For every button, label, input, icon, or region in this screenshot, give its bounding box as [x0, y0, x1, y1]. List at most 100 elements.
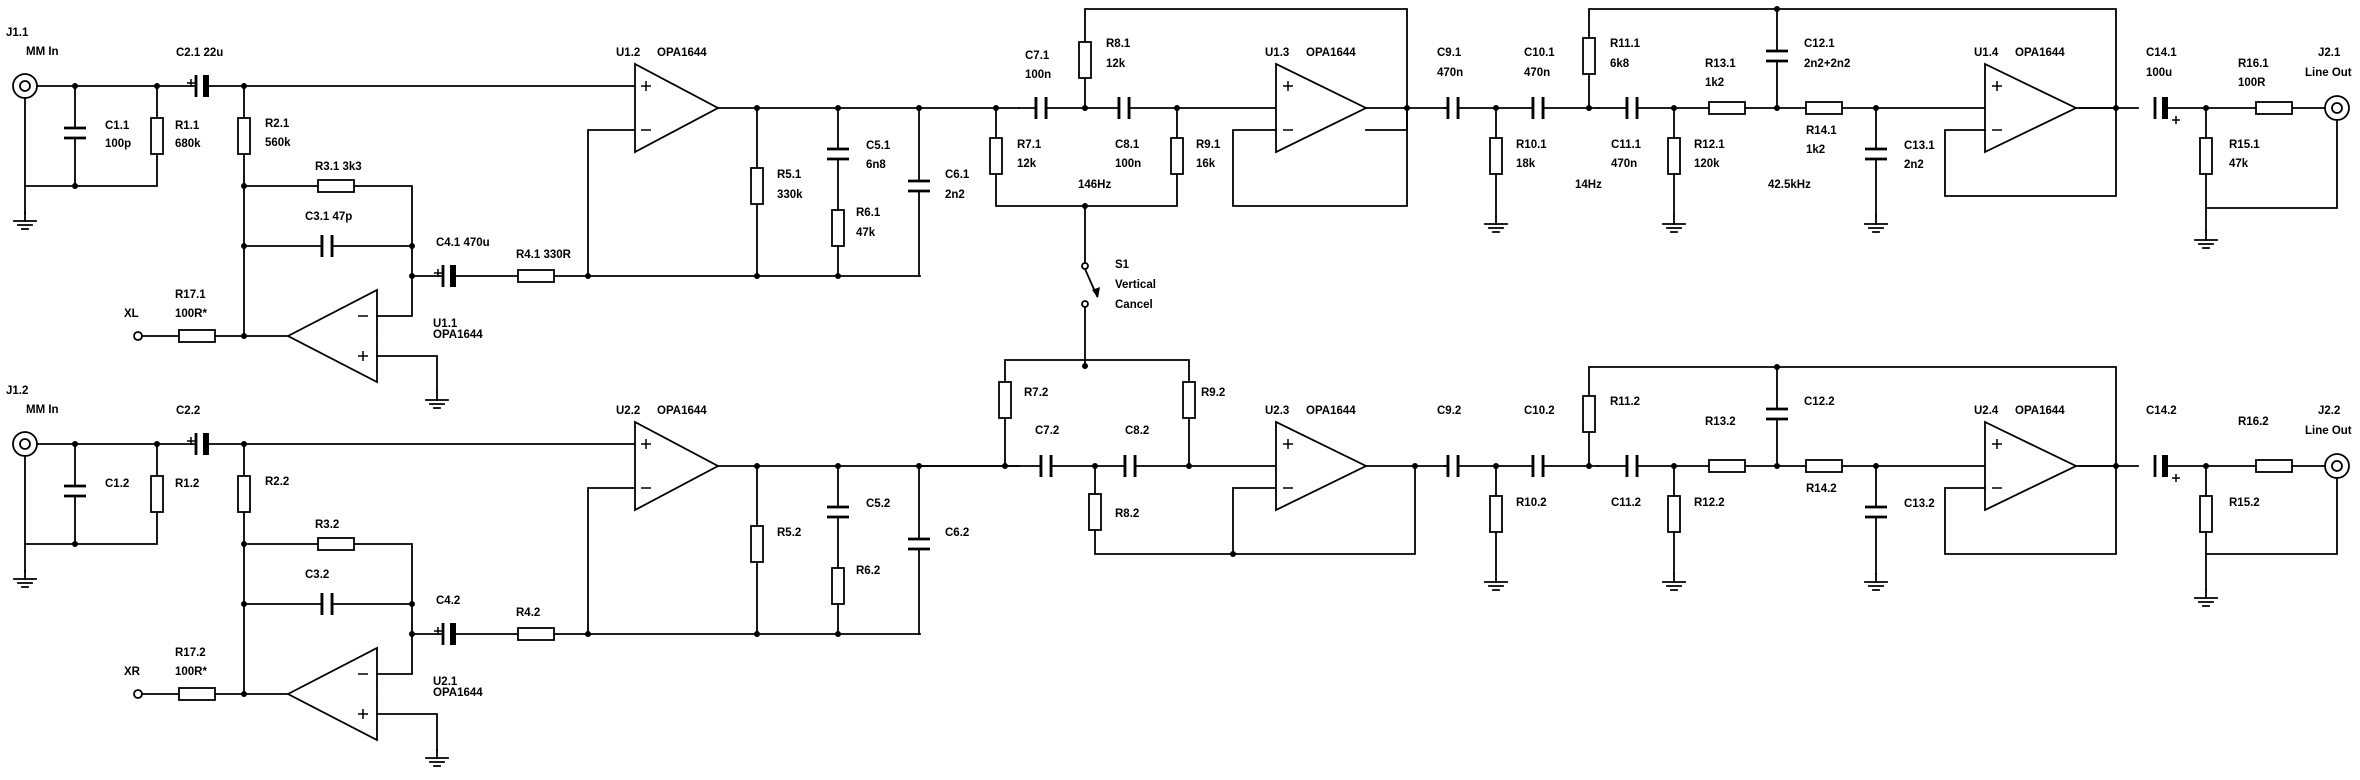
c13-ref: C13.1 [1904, 140, 1935, 152]
wire [1004, 359, 1190, 467]
plus-sign [2172, 116, 2180, 124]
r11-value: 6k8 [1610, 58, 1630, 70]
junction-dot [1873, 463, 1879, 469]
c6-ref: C6.2 [945, 527, 969, 539]
junction-dot [241, 243, 247, 249]
c14-capacitor [2153, 96, 2180, 124]
c6-capacitor [908, 179, 930, 193]
cap-plate [1117, 97, 1131, 119]
cap-plate [1123, 455, 1137, 477]
junction-dot [1671, 105, 1677, 111]
x-terminal[interactable] [133, 331, 143, 341]
junction-dot [72, 541, 78, 547]
r5-value: 330k [777, 189, 803, 201]
cap-plate [827, 147, 849, 161]
ground-symbol [1484, 215, 1508, 233]
r4-resistor [517, 269, 555, 283]
opamp-triangle [1275, 420, 1369, 512]
r7-ref: R7.1 [1017, 139, 1042, 151]
wire [24, 443, 158, 545]
output-jack-label: Line Out [2305, 425, 2352, 437]
plus-sign [187, 437, 195, 445]
u4-part: OPA1644 [2015, 47, 2065, 59]
u1-part: OPA1644 [433, 687, 483, 699]
cap-gap [1534, 97, 1542, 119]
r2-ref: R2.2 [265, 476, 289, 488]
wire [376, 713, 438, 751]
r5-resistor [750, 167, 764, 205]
cap-gap [1534, 455, 1542, 477]
c5-ref: C5.1 [866, 140, 891, 152]
u1-opamp [286, 288, 378, 384]
junction-dot [585, 273, 591, 279]
cap-gap [1449, 97, 1457, 119]
c1-value: 100p [105, 138, 131, 150]
r16-ref: R16.1 [2238, 58, 2269, 70]
c6-ref: C6.1 [945, 169, 970, 181]
r3-ref: R3.2 [315, 519, 339, 531]
wire [376, 355, 438, 393]
r6-value: 47k [856, 227, 876, 239]
r13-value: 1k2 [1705, 77, 1724, 89]
cap-plate [1625, 97, 1639, 119]
cap-plate [1039, 455, 1053, 477]
r14-ref: R14.1 [1806, 125, 1837, 137]
ground-bars [1662, 223, 1686, 233]
c14-capacitor [2153, 454, 2180, 482]
r9-ref: R9.2 [1201, 387, 1225, 399]
r14-resistor [1805, 459, 1843, 473]
r14-resistor [1805, 101, 1843, 115]
cap-gap [1628, 455, 1636, 477]
cap-plate [64, 126, 86, 140]
c3-capacitor [320, 593, 334, 615]
u4-part: OPA1644 [2015, 405, 2065, 417]
r5-ref: R5.1 [777, 169, 802, 181]
junction-dot [754, 631, 760, 637]
c11-ref: C11.2 [1611, 497, 1641, 509]
r11-ref: R11.1 [1610, 38, 1641, 50]
r15-resistor [2199, 495, 2213, 533]
c13-ref: C13.2 [1904, 498, 1935, 510]
cap-plate [320, 235, 334, 257]
c10-capacitor [1531, 455, 1545, 477]
junction-dot [241, 691, 247, 697]
jack-pin [19, 80, 31, 92]
junction-dot [835, 463, 841, 469]
switch-name-line1: Vertical [1115, 279, 1156, 291]
cap-plate [1865, 147, 1887, 161]
junction-dot [916, 463, 922, 469]
u2-ref: U2.2 [616, 405, 640, 417]
c13-capacitor [1865, 147, 1887, 161]
c2-ref: C2.1 22u [176, 47, 223, 59]
r17-ref: R17.1 [175, 289, 206, 301]
c12-ref: C12.2 [1804, 396, 1835, 408]
r12-ref: R12.2 [1694, 497, 1725, 509]
r10-resistor [1489, 495, 1503, 533]
junction-dot [72, 441, 78, 447]
u3-ref: U1.3 [1265, 47, 1289, 59]
c10-ref: C10.2 [1524, 405, 1555, 417]
cap-plate [827, 505, 849, 519]
c5-value: 6n8 [866, 159, 886, 171]
cap-plate-filled [450, 265, 456, 287]
r7-value: 12k [1017, 158, 1037, 170]
junction-dot [72, 183, 78, 189]
opamp-triangle [1275, 62, 1369, 154]
c12-capacitor [1766, 407, 1788, 421]
cap-gap [1120, 97, 1128, 119]
ground-bars [13, 220, 37, 230]
u2-opamp [634, 62, 720, 154]
r7-ref: R7.2 [1024, 387, 1048, 399]
switch-ref: S1 [1115, 259, 1130, 271]
junction-dot [1774, 105, 1780, 111]
cap-gap [1037, 97, 1045, 119]
cap-gap [1126, 455, 1134, 477]
r2-resistor [237, 475, 251, 513]
c5-capacitor [827, 147, 849, 161]
x-terminal[interactable] [133, 689, 143, 699]
ground-bars [425, 399, 449, 409]
cap-plate-filled [203, 433, 209, 455]
junction-dot [835, 105, 841, 111]
r1-value: 680k [175, 138, 201, 150]
